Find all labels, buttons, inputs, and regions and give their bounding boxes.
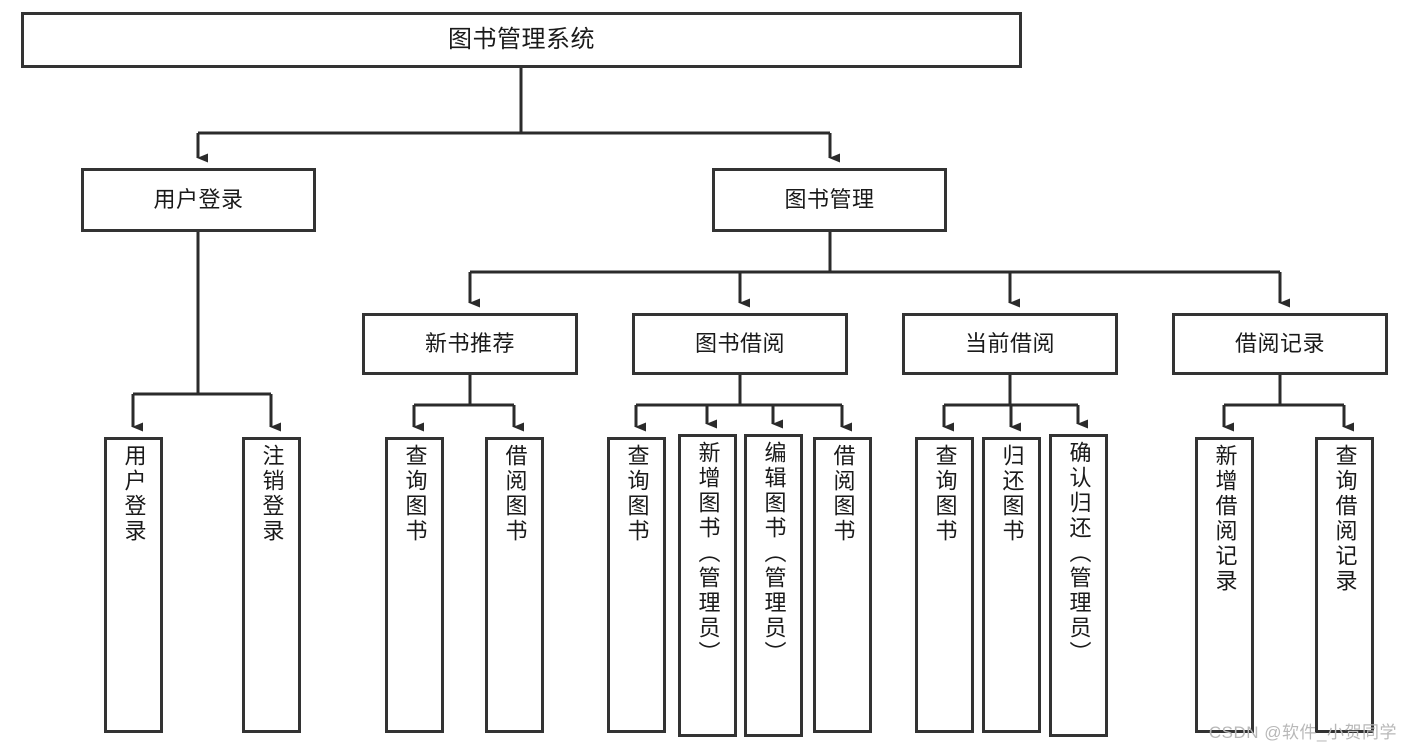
leaf-edit-book-admin[interactable]: 编辑图书（管理员） — [744, 434, 803, 737]
node-root-book-management-system[interactable]: 图书管理系统 — [21, 12, 1022, 68]
leaf-add-book-admin[interactable]: 新增图书（管理员） — [678, 434, 737, 737]
leaf-query-book-borrow[interactable]: 查询图书 — [607, 437, 666, 733]
node-label: 查询图书 — [932, 444, 958, 544]
node-label: 图书借阅 — [694, 331, 785, 357]
node-label: 当前借阅 — [964, 331, 1055, 357]
node-label: 查询图书 — [402, 444, 428, 544]
leaf-borrow-book[interactable]: 借阅图书 — [813, 437, 872, 733]
node-borrow-record[interactable]: 借阅记录 — [1172, 313, 1388, 375]
node-label: 归还图书 — [999, 444, 1025, 544]
node-label: 新增借阅记录 — [1212, 444, 1238, 594]
csdn-watermark: CSDN @软件_小贺同学 — [1208, 723, 1397, 742]
leaf-add-borrow-record[interactable]: 新增借阅记录 — [1195, 437, 1254, 733]
leaf-user-login[interactable]: 用户登录 — [104, 437, 163, 733]
node-label: 借阅图书 — [502, 444, 528, 544]
leaf-query-book-recommend[interactable]: 查询图书 — [385, 437, 444, 733]
node-current-borrow[interactable]: 当前借阅 — [902, 313, 1118, 375]
node-book-management[interactable]: 图书管理 — [712, 168, 947, 232]
node-label: 借阅图书 — [830, 444, 856, 544]
leaf-confirm-return-admin[interactable]: 确认归还（管理员） — [1049, 434, 1108, 737]
leaf-query-borrow-record[interactable]: 查询借阅记录 — [1315, 437, 1374, 733]
leaf-query-book-current[interactable]: 查询图书 — [915, 437, 974, 733]
node-label: 注销登录 — [259, 444, 285, 544]
node-label: 图书管理 — [784, 187, 875, 213]
node-label: 查询借阅记录 — [1332, 444, 1358, 594]
node-new-book-recommend[interactable]: 新书推荐 — [362, 313, 578, 375]
node-label: 用户登录 — [153, 187, 244, 213]
node-label: 确认归还（管理员） — [1066, 441, 1092, 666]
node-book-borrow[interactable]: 图书借阅 — [632, 313, 848, 375]
leaf-logout-login[interactable]: 注销登录 — [242, 437, 301, 733]
node-label: 新增图书（管理员） — [695, 441, 721, 666]
node-label: 借阅记录 — [1234, 331, 1325, 357]
leaf-borrow-book-recommend[interactable]: 借阅图书 — [485, 437, 544, 733]
leaf-return-book[interactable]: 归还图书 — [982, 437, 1041, 733]
node-label: 编辑图书（管理员） — [761, 441, 787, 666]
node-label: 图书管理系统 — [448, 25, 595, 53]
node-label: 新书推荐 — [424, 331, 515, 357]
node-label: 查询图书 — [624, 444, 650, 544]
node-label: 用户登录 — [121, 444, 147, 544]
node-user-login[interactable]: 用户登录 — [81, 168, 316, 232]
